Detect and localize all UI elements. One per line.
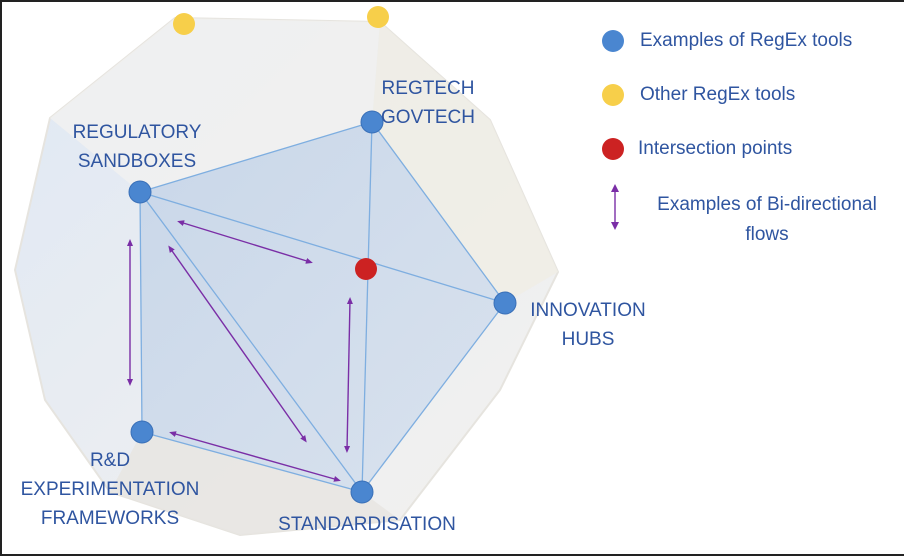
edge-sandboxes-innovation [139, 191, 506, 304]
rd-frameworks-node [130, 420, 154, 444]
legend-yellow-dot [602, 84, 624, 106]
edge-regtech-standardisation [361, 121, 373, 493]
legend-label-intersection: Intersection points [638, 138, 793, 159]
other-regex-tool-dot [367, 6, 389, 28]
legend-label-other-tools: Other RegEx tools [640, 84, 796, 105]
standardisation-node [350, 480, 374, 504]
label-regtech-govtech: REGTECH GOVTECH [381, 78, 475, 128]
legend-red-dot [602, 138, 624, 160]
legend-label-bidirectional: Examples of Bi-directional flows [657, 194, 877, 245]
innovation-hubs-node [493, 291, 517, 315]
flow-arrow-sandboxes-standardisation [168, 245, 307, 443]
label-innovation-hubs: INNOVATION HUBS [530, 300, 646, 350]
regtech-govtech-node [360, 110, 384, 134]
other-regex-tool-dot [173, 13, 195, 35]
label-regulatory-sandboxes: REGULATORY SANDBOXES [72, 122, 202, 172]
label-rd-frameworks: R&D EXPERIMENTATION FRAMEWORKS [20, 450, 200, 529]
label-standardisation: STANDARDISATION [278, 514, 456, 535]
flow-arrow-rd-standardisation [169, 431, 341, 482]
legend-label-regex-tools: Examples of RegEx tools [640, 30, 853, 51]
legend-arrow-icon [611, 184, 619, 230]
polyhedron-top-face [50, 18, 380, 192]
polyhedron-right-face [372, 22, 558, 303]
flow-arrow-center-vertical [344, 297, 353, 453]
legend-blue-dot [602, 30, 624, 52]
regulatory-sandboxes-node [128, 180, 152, 204]
intersection-point-dot [355, 258, 377, 280]
